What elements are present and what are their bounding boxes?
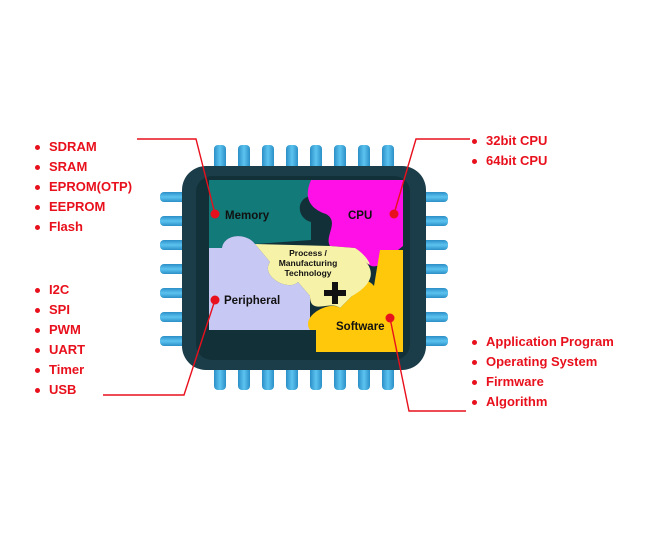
chip-pin (420, 192, 448, 202)
chip-pin (334, 145, 346, 171)
chip-pin (382, 364, 394, 390)
bullet-icon (35, 205, 40, 210)
list-item: USB (35, 380, 85, 400)
list-item: Operating System (472, 352, 614, 372)
list-item: I2C (35, 280, 85, 300)
plus-icon (324, 282, 346, 304)
bullet-icon (35, 348, 40, 353)
list-item: Algorithm (472, 392, 614, 412)
bullet-icon (35, 288, 40, 293)
memory-leader-line (137, 138, 216, 215)
chip-pin (214, 364, 226, 390)
bullet-icon (35, 225, 40, 230)
bullet-icon (35, 328, 40, 333)
list-item: SRAM (35, 157, 132, 177)
peripheral-list: I2C SPI PWM UART Timer USB (35, 280, 85, 400)
chip-pin (160, 216, 188, 226)
chip-pin (238, 145, 250, 171)
chip-pin (262, 364, 274, 390)
chip-pin (160, 336, 188, 346)
list-item: SDRAM (35, 137, 132, 157)
software-leader-line (389, 317, 466, 412)
chip-pin (334, 364, 346, 390)
peripheral-label: Peripheral (224, 295, 281, 307)
software-list: Application Program Operating System Fir… (472, 332, 614, 412)
bullet-icon (35, 368, 40, 373)
list-item: 32bit CPU (472, 131, 547, 151)
peripheral-leader-line (103, 299, 216, 396)
software-piece (307, 250, 403, 352)
chip-pin (160, 240, 188, 250)
process-label: Process / Manufacturing Technology (266, 248, 350, 278)
chip-pin (358, 364, 370, 390)
chip-pin (420, 312, 448, 322)
list-item: EEPROM (35, 197, 132, 217)
list-item: 64bit CPU (472, 151, 547, 171)
memory-piece (209, 180, 311, 248)
chip-pin (286, 364, 298, 390)
bullet-icon (35, 165, 40, 170)
list-item: UART (35, 340, 85, 360)
cpu-list: 32bit CPU 64bit CPU (472, 131, 547, 171)
chip-pin (286, 145, 298, 171)
chip-pin (382, 145, 394, 171)
chip-pin (358, 145, 370, 171)
bullet-icon (35, 145, 40, 150)
chip-pin (160, 312, 188, 322)
chip-pin (420, 336, 448, 346)
list-item: Timer (35, 360, 85, 380)
process-label-line: Manufacturing (278, 258, 338, 268)
bullet-icon (472, 139, 477, 144)
list-item: SPI (35, 300, 85, 320)
chip-pin (420, 216, 448, 226)
chip-pin (420, 264, 448, 274)
memory-label: Memory (225, 210, 270, 222)
software-label: Software (336, 321, 385, 333)
bullet-icon (35, 388, 40, 393)
chip-pin (238, 364, 250, 390)
chip-pin (262, 145, 274, 171)
bullet-icon (35, 185, 40, 190)
cpu-anchor-dot (389, 209, 399, 219)
process-label-line: Technology (284, 268, 332, 278)
list-item: Firmware (472, 372, 614, 392)
cpu-label: CPU (348, 210, 373, 222)
software-anchor-dot (385, 313, 395, 323)
bullet-icon (472, 400, 477, 405)
list-item: Application Program (472, 332, 614, 352)
memory-anchor-dot (210, 209, 220, 219)
chip-pin (160, 288, 188, 298)
bullet-icon (472, 340, 477, 345)
chip-pin (420, 288, 448, 298)
list-item: Flash (35, 217, 132, 237)
chip-pin (160, 264, 188, 274)
bullet-icon (472, 360, 477, 365)
peripheral-anchor-dot (210, 295, 220, 305)
peripheral-piece (209, 236, 310, 330)
memory-list: SDRAM SRAM EPROM(OTP) EEPROM Flash (35, 137, 132, 237)
chip-pins (160, 145, 448, 390)
cpu-leader-line (393, 138, 470, 215)
list-item: PWM (35, 320, 85, 340)
chip-pin (214, 145, 226, 171)
bullet-icon (35, 308, 40, 313)
chip-pin (310, 145, 322, 171)
list-item: EPROM(OTP) (35, 177, 132, 197)
process-label-line: Process / (289, 248, 327, 258)
bullet-icon (472, 380, 477, 385)
chip-pin (420, 240, 448, 250)
bullet-icon (472, 159, 477, 164)
chip-pin (160, 192, 188, 202)
chip-pin (310, 364, 322, 390)
cpu-piece (307, 180, 403, 267)
